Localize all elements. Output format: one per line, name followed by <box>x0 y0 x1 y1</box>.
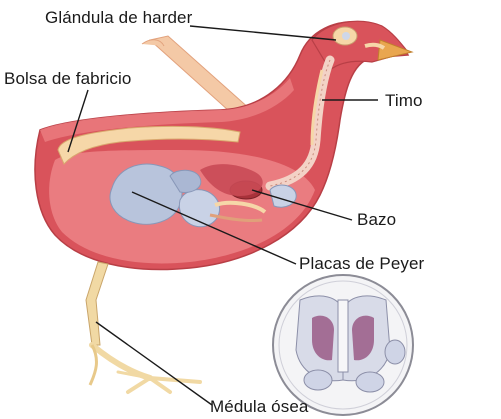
label-bolsa-fabricio: Bolsa de fabricio <box>4 70 131 87</box>
label-medula-osea: Médula ósea <box>210 398 308 415</box>
label-bazo: Bazo <box>357 211 396 228</box>
label-glandula-harder: Glándula de harder <box>45 9 192 26</box>
label-timo: Timo <box>385 92 423 109</box>
bone-marrow-inset <box>273 275 413 415</box>
leader-harder <box>190 26 336 40</box>
label-placas-peyer: Placas de Peyer <box>299 255 424 272</box>
